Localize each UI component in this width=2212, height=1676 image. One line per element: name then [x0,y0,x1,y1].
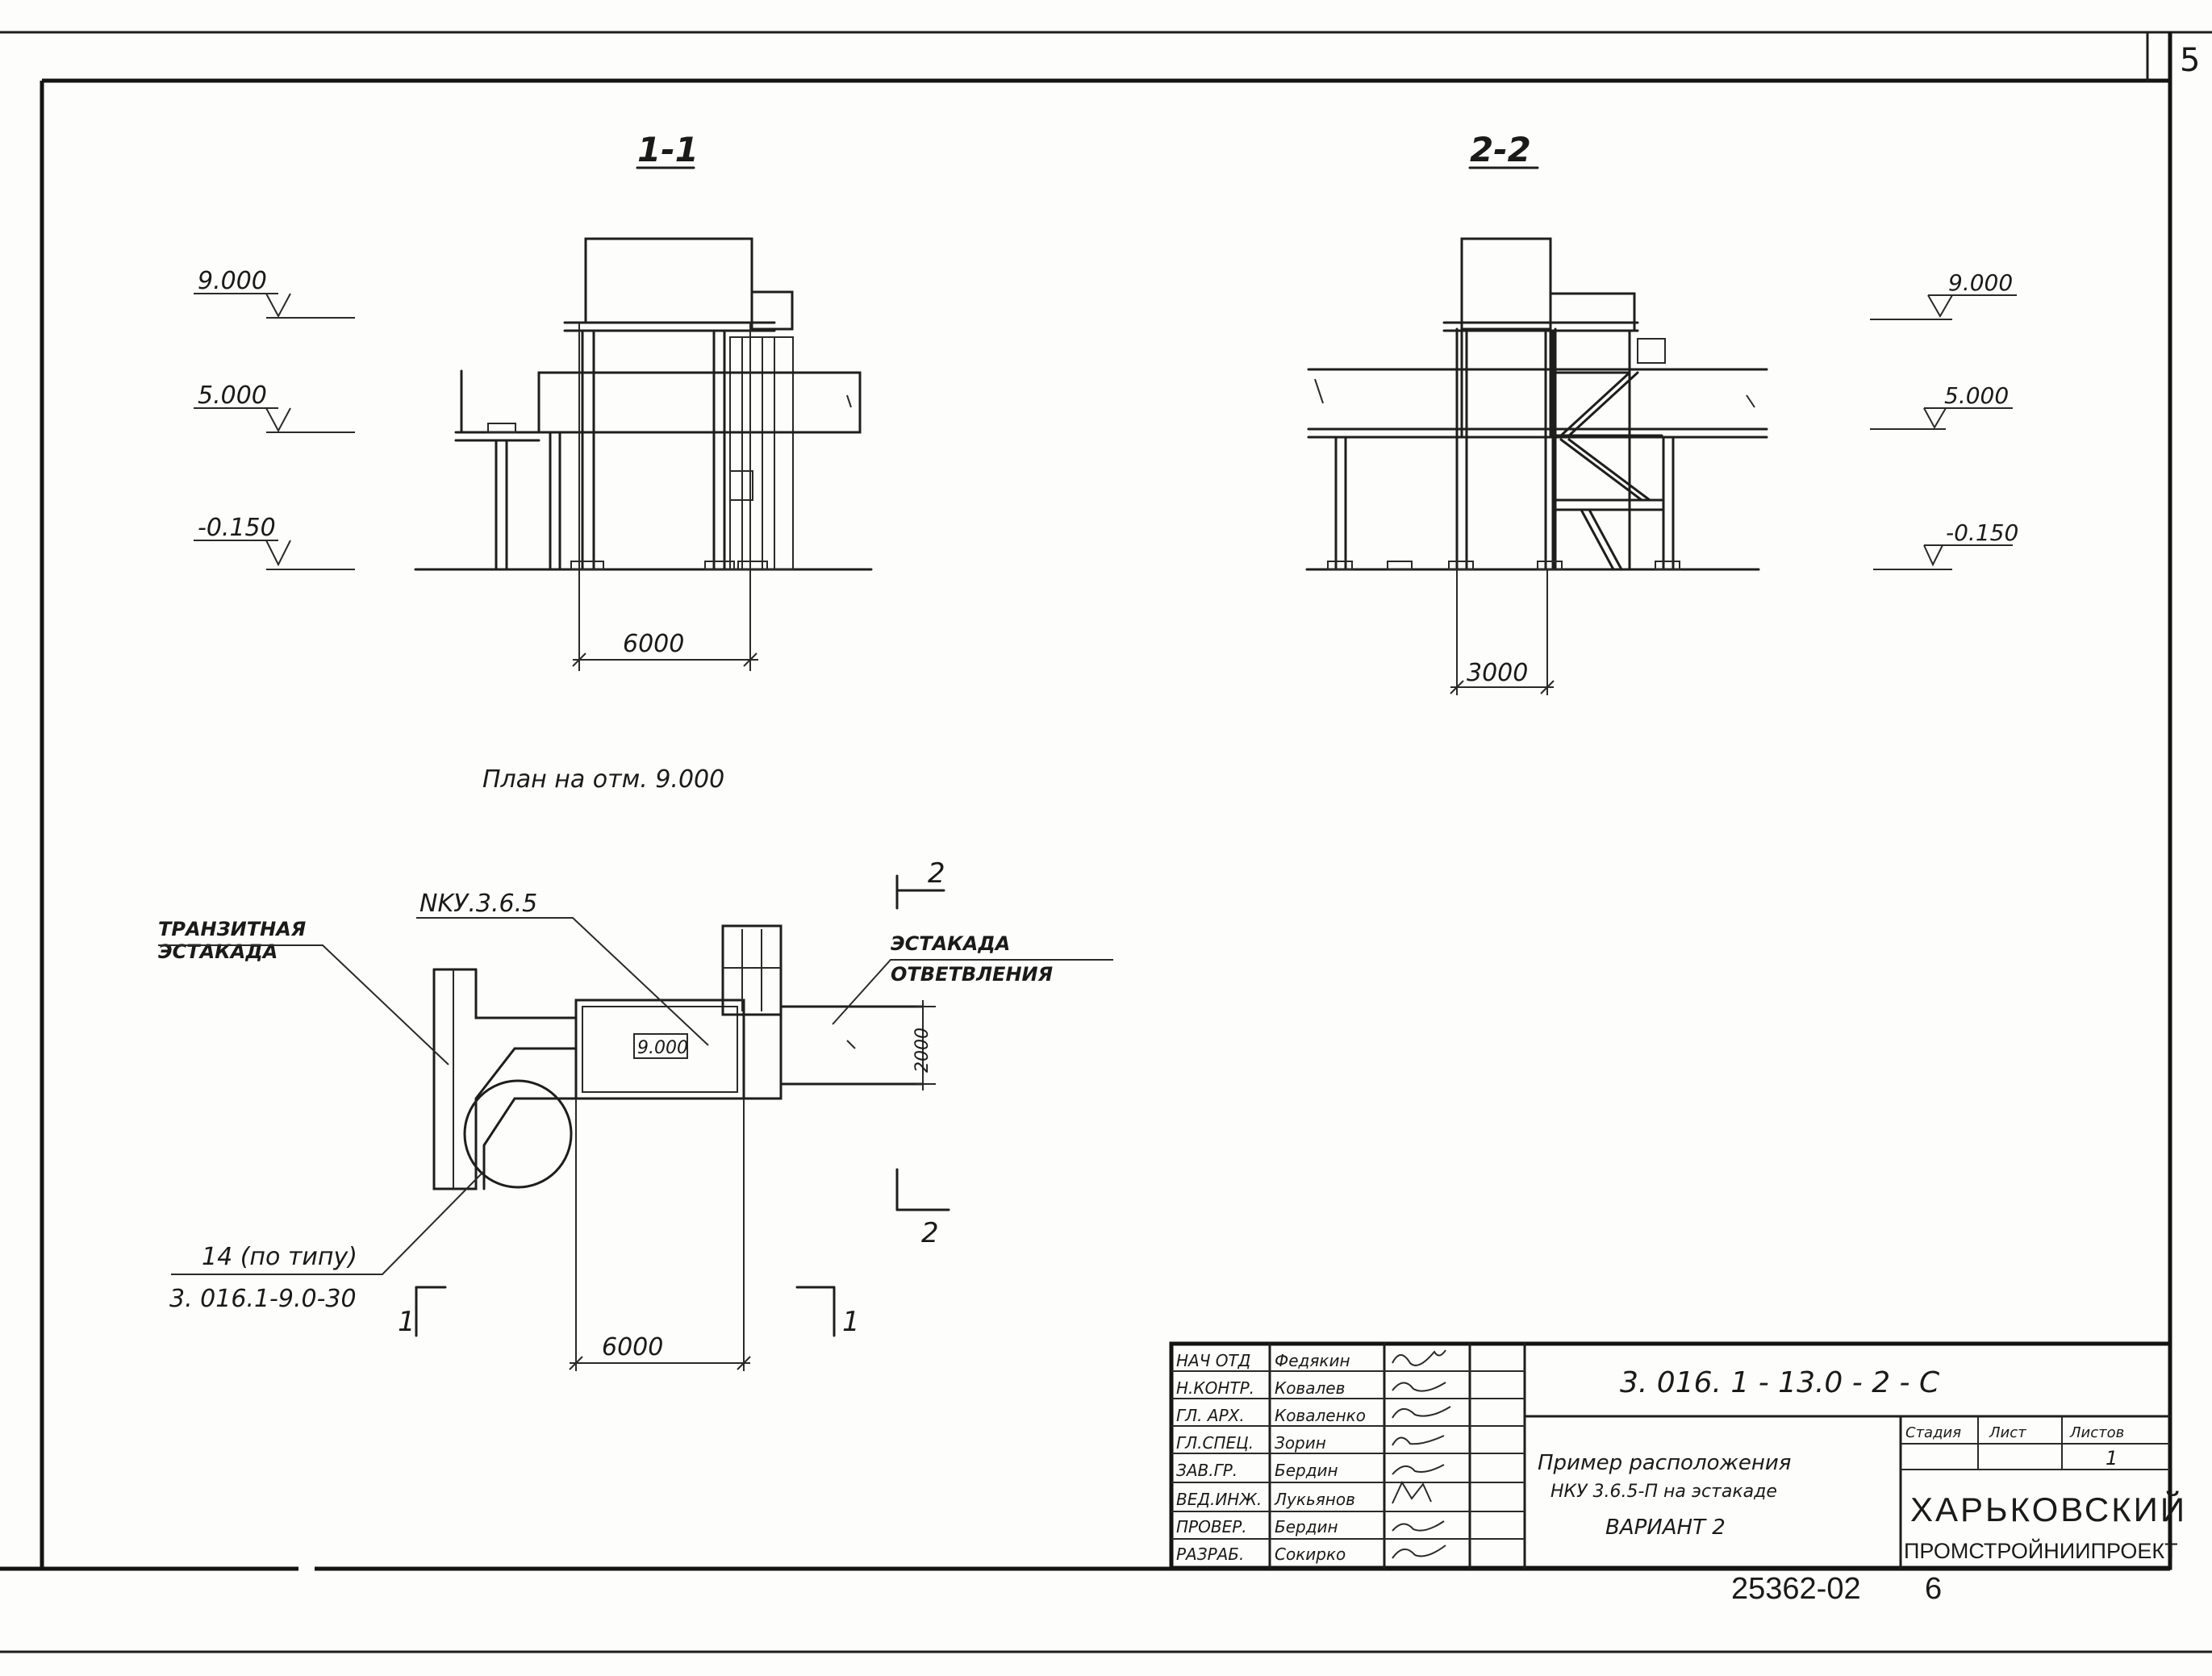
node-ref-line2: 3. 016.1-9.0-30 [169,1285,357,1313]
label-branch-trestle: ЭСТАКАДА [891,932,1010,955]
organization-line1: ХАРЬКОВСКИЙ [1910,1490,2187,1528]
stamp-suffix: 6 [1925,1572,1942,1606]
label-transit-trestle-2: ЭСТАКАДА [158,940,278,963]
stamp-number: 25362-02 [1731,1572,1861,1606]
sheet-frame [0,31,2212,1653]
name-1: Ковалев [1275,1378,1345,1398]
title-block: НАЧ ОТД Н.КОНТР. ГЛ. АРХ. ГЛ.СПЕЦ. ЗАВ.Г… [1169,1341,2187,1570]
role-3: ГЛ.СПЕЦ. [1176,1433,1254,1453]
dimension-2000: 2000 [912,1028,933,1073]
svg-text:-0.150: -0.150 [198,514,276,542]
role-5: ВЕД.ИНЖ. [1176,1490,1262,1509]
section-cut-2-bottom: 2 [895,1168,950,1249]
role-6: ПРОВЕР. [1176,1517,1247,1536]
page-number: 5 [2180,42,2200,79]
plan-level-box: 9.000 [637,1038,688,1058]
role-2: ГЛ. АРХ. [1176,1406,1245,1425]
role-1: Н.КОНТР. [1176,1378,1254,1398]
svg-text:9.000: 9.000 [1948,269,2013,296]
description-line3: ВАРИАНТ 2 [1605,1515,1726,1540]
organization-line2: ПРОМСТРОЙНИИПРОЕКТ [1904,1538,2178,1563]
name-0: Федякин [1275,1351,1350,1370]
section-2-2: 2-2 9.000 5.000 -0.150 [1305,130,2018,695]
svg-text:5.000: 5.000 [198,381,267,410]
section-cut-2-top: 2 [895,857,945,910]
name-3: Зорин [1275,1433,1326,1453]
name-5: Лукьянов [1274,1490,1355,1509]
label-branch-trestle-2: ОТВЕТВЛЕНИЯ [891,963,1053,986]
svg-text:1: 1 [842,1306,860,1338]
dimension-6000-section: 6000 [623,630,684,658]
stage-header: Стадия [1905,1424,1961,1441]
name-2: Коваленко [1275,1406,1366,1425]
signature-marks [1392,1349,1451,1559]
role-4: ЗАВ.ГР. [1176,1461,1237,1480]
section-cut-1-left: 1 [398,1286,447,1338]
level-mark-minus-0150: -0.150 [194,514,355,570]
label-transit-trestle: ТРАНЗИТНАЯ [158,918,306,940]
section-1-1-title: 1-1 [637,130,699,169]
section-1-1: 1-1 9.000 5.000 -0.150 [194,130,873,671]
svg-text:-0.150: -0.150 [1946,519,2018,546]
node-ref-line1: 14 (по типу) [202,1243,357,1271]
svg-text:2: 2 [921,1217,939,1249]
level-mark-minus-0150-right: -0.150 [1873,519,2018,570]
role-7: РАЗРАБ. [1176,1545,1244,1564]
name-4: Бердин [1275,1461,1338,1480]
section-cut-1-right: 1 [795,1286,860,1338]
plan-title: План на отм. 9.000 [482,765,724,794]
section-2-2-title: 2-2 [1470,130,1531,169]
name-6: Бердин [1275,1517,1338,1536]
svg-text:2: 2 [928,857,945,890]
role-0: НАЧ ОТД [1176,1351,1250,1370]
level-mark-9000-right: 9.000 [1870,269,2017,320]
dimension-3000-section: 3000 [1467,659,1528,687]
svg-text:1: 1 [398,1306,415,1338]
description-line1: Пример расположения [1538,1451,1791,1475]
plan-view: План на отм. 9.000 9.000 2000 [158,765,1113,1371]
description-line2: НКУ 3.6.5-П на эстакаде [1550,1482,1777,1502]
sheets-value: 1 [2106,1447,2118,1470]
sheets-header: Листов [2069,1424,2124,1441]
document-code: 3. 016. 1 - 13.0 - 2 - С [1620,1366,1940,1399]
level-mark-5000: 5.000 [194,381,355,433]
svg-text:5.000: 5.000 [1944,382,2009,409]
level-mark-5000-right: 5.000 [1870,382,2013,430]
name-7: Сокирко [1275,1545,1346,1564]
level-mark-9000: 9.000 [194,267,355,319]
dimension-6000-plan: 6000 [602,1333,663,1361]
sheet-header: Лист [1989,1424,2026,1441]
label-nku: NKУ.3.6.5 [419,890,537,918]
svg-text:9.000: 9.000 [198,267,267,295]
